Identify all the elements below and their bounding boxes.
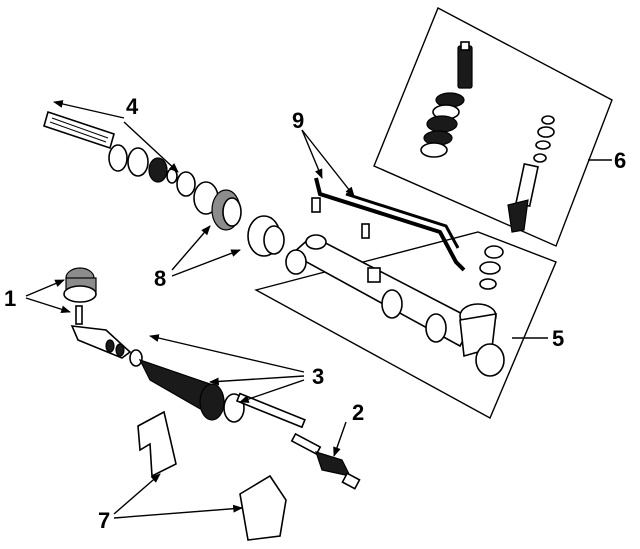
- leader-lines: [25, 100, 612, 519]
- part-4-rack-and-seals: [43, 110, 196, 197]
- part-9-hydraulic-lines: [311, 177, 466, 272]
- part-8-mounting-bushings: [193, 181, 285, 257]
- part-2-inner-tie-rod: [290, 432, 361, 490]
- callout-6: 6: [614, 148, 626, 173]
- part-1-outer-tie-rod-end: [63, 267, 132, 359]
- callout-7: 7: [98, 508, 110, 533]
- callout-4: 4: [126, 94, 139, 119]
- part-6-valve-pinion-group: [373, 7, 613, 247]
- callout-9: 9: [292, 108, 304, 133]
- callout-5: 5: [552, 326, 564, 351]
- part-3-boot-and-clamps: [105, 339, 306, 429]
- callout-2: 2: [352, 400, 364, 425]
- callout-1: 1: [4, 286, 16, 311]
- callout-3: 3: [312, 364, 324, 389]
- part-7-mounting-clamps: [137, 410, 287, 541]
- callout-8: 8: [154, 266, 166, 291]
- part-5-gear-housing-group: [254, 231, 557, 419]
